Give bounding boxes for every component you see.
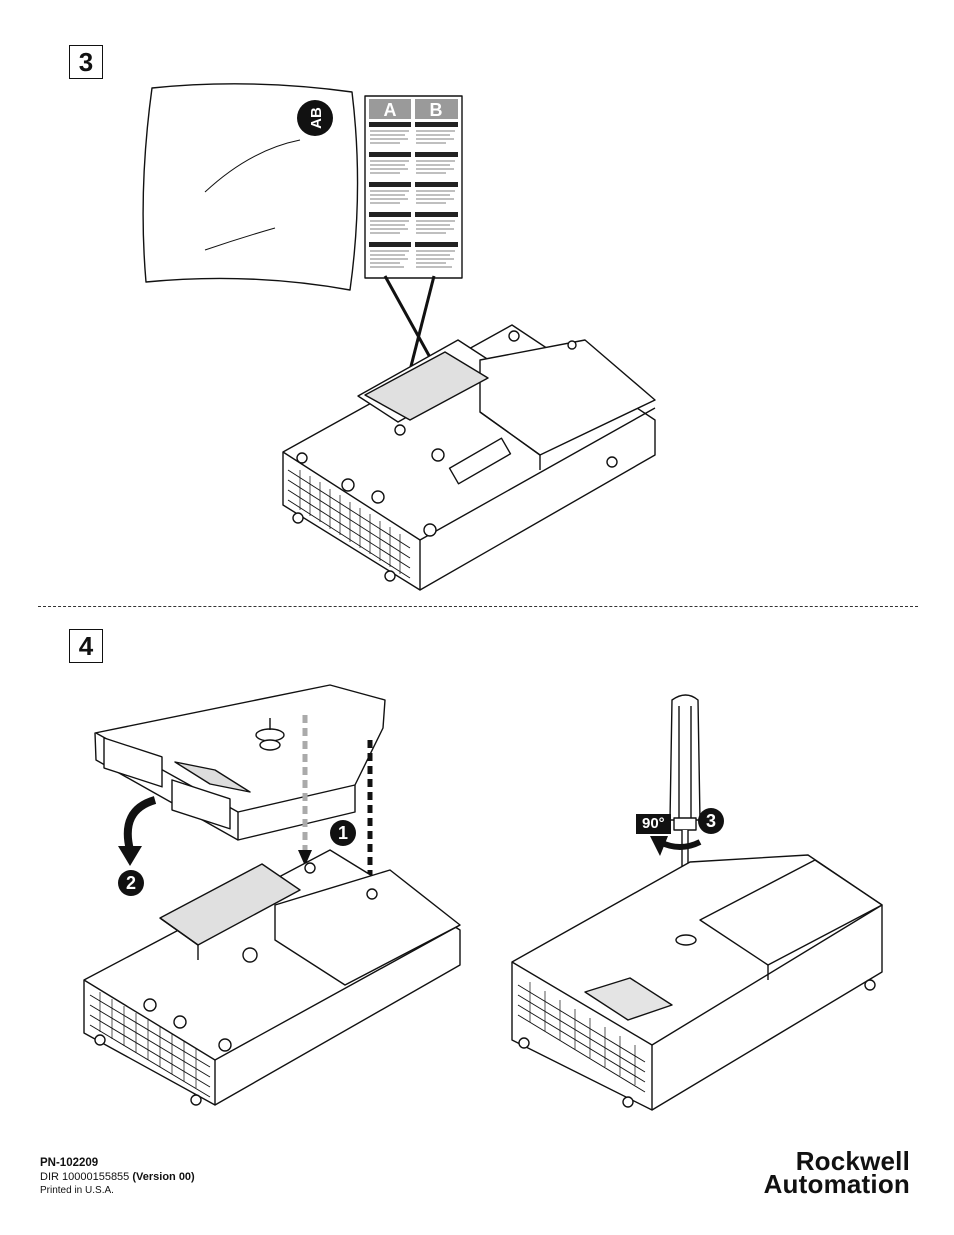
svg-text:A: A	[384, 100, 397, 120]
svg-text:AB: AB	[308, 107, 325, 129]
callout-3: 3	[698, 808, 724, 834]
label-bag-illustration	[142, 83, 359, 291]
drive-unit-right	[511, 854, 883, 1111]
brand-line-1: Rockwell	[795, 1146, 910, 1176]
brand-line-2: Automation	[763, 1169, 910, 1199]
section-divider	[38, 606, 918, 607]
callout-2: 2	[118, 870, 144, 896]
svg-text:B: B	[430, 100, 443, 120]
dir-line: DIR 10000155855 (Version 00)	[40, 1170, 195, 1184]
ab-logo: AB	[297, 100, 333, 136]
step-4-number: 4	[69, 629, 103, 663]
rotation-label: 90°	[636, 814, 671, 834]
footer-info: PN-102209 DIR 10000155855 (Version 00) P…	[40, 1156, 195, 1198]
drive-unit-left	[83, 849, 461, 1106]
label-sheet: A B	[364, 95, 463, 279]
drive-unit-top	[282, 324, 656, 591]
rotation-arrow	[650, 836, 702, 856]
cover-left-illustration	[94, 684, 386, 841]
callout-1: 1	[330, 820, 356, 846]
version: (Version 00)	[132, 1171, 195, 1183]
dir-number: DIR 10000155855	[40, 1171, 130, 1183]
rockwell-automation-logo: Rockwell Automation	[763, 1146, 910, 1199]
curved-arrow-2	[118, 796, 157, 866]
printed-location: Printed in U.S.A.	[40, 1185, 114, 1196]
part-number: PN-102209	[40, 1157, 99, 1169]
step-3-number: 3	[69, 45, 103, 79]
